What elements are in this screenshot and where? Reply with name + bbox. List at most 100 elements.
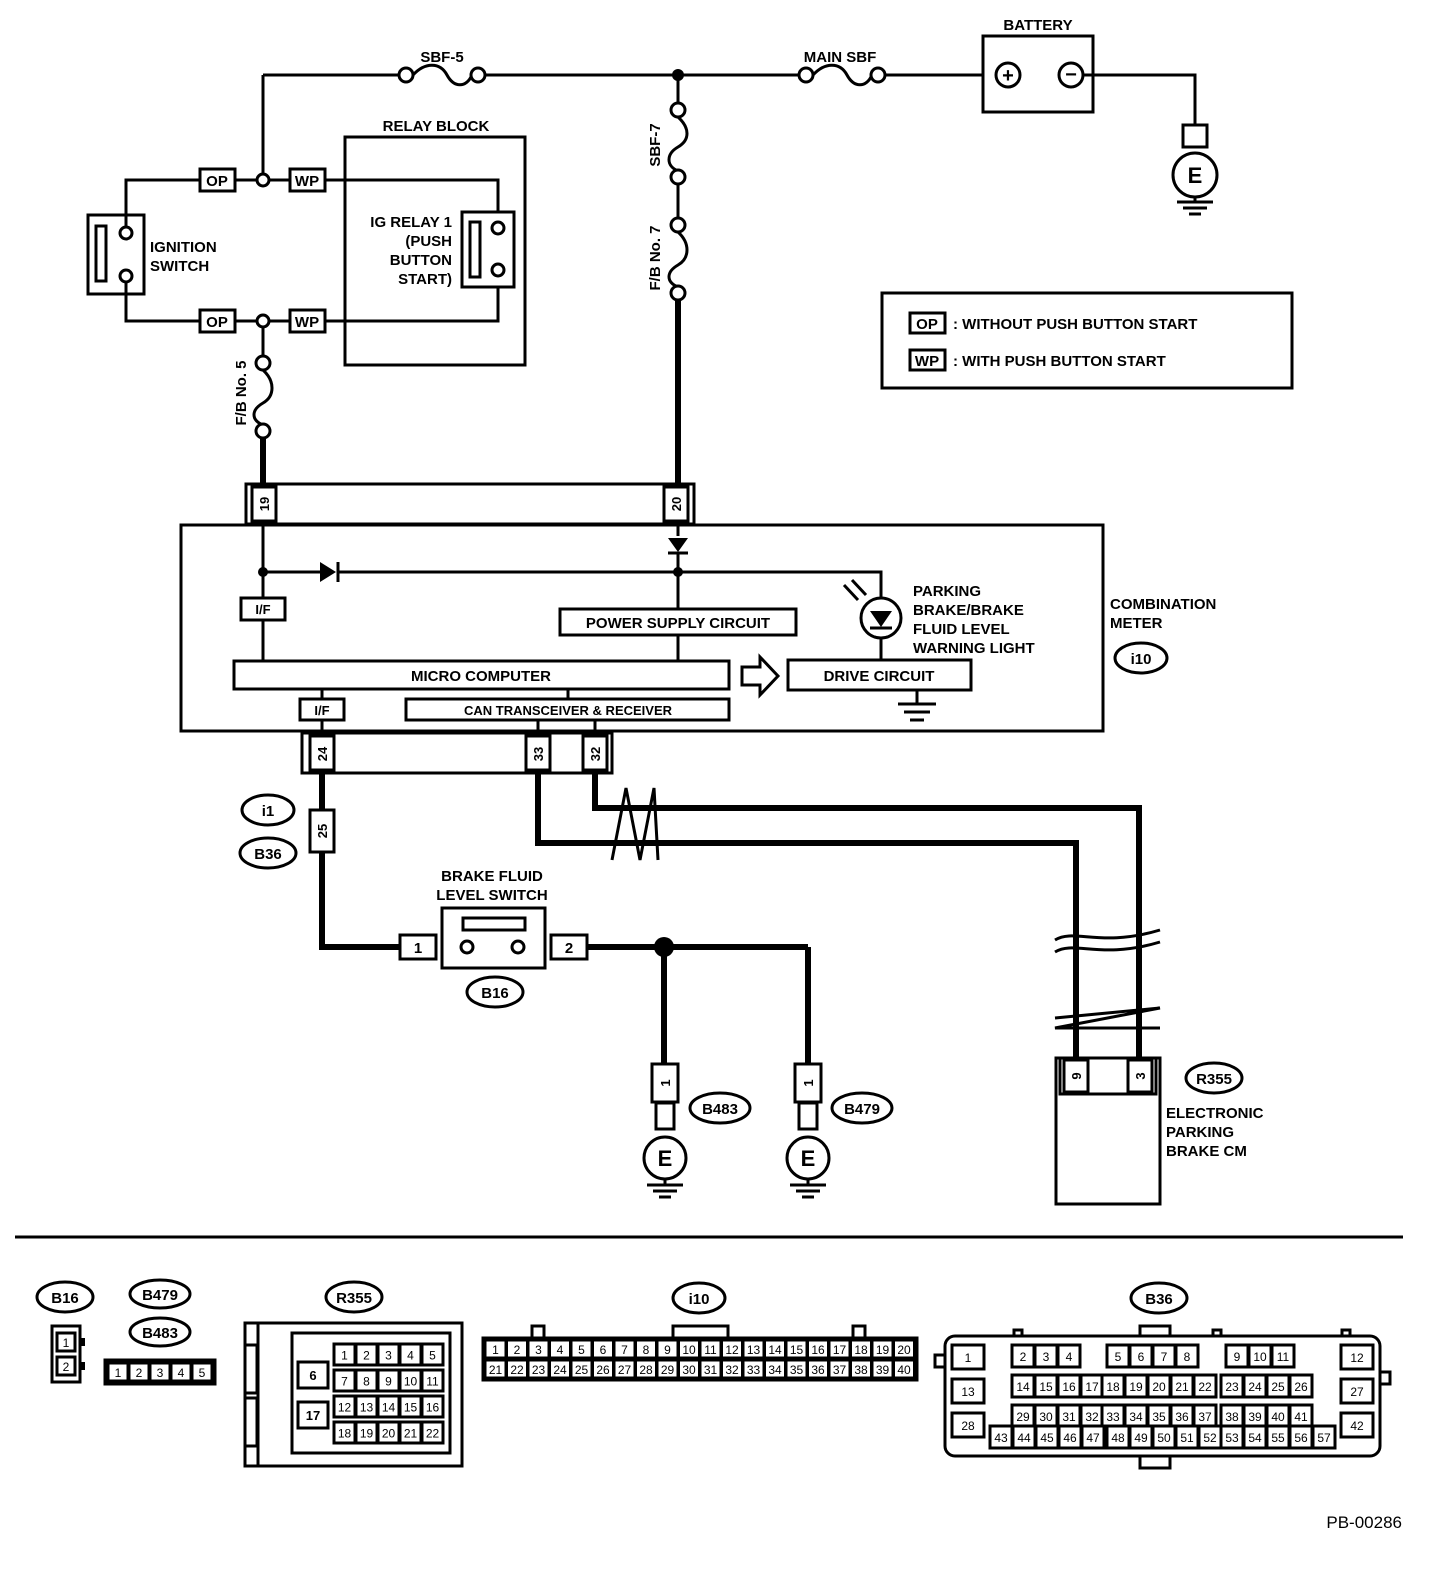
- view-b36-pin: 17: [1085, 1380, 1099, 1394]
- view-b36-pin-cell: [1339, 1411, 1375, 1439]
- view-b36-pin: 22: [1198, 1380, 1212, 1394]
- view-i10-pin: 13: [747, 1343, 761, 1357]
- meter-label-1: COMBINATION: [1110, 596, 1216, 613]
- view-i10-pin: 27: [618, 1363, 632, 1377]
- view-b479-title: B479: [142, 1287, 178, 1304]
- view-i10-badge: [671, 1281, 727, 1315]
- view-r355-pin: 1: [341, 1349, 348, 1363]
- view-b36-pin: 11: [1277, 1350, 1290, 1364]
- combination-meter: 19 20 I/F POWER SUPPLY: [179, 482, 1216, 775]
- b479-pin: 1: [801, 1079, 816, 1086]
- view-i10-pin: 3: [535, 1343, 542, 1357]
- view-b36-badge: [1129, 1281, 1189, 1315]
- view-b36-pin: 16: [1062, 1380, 1076, 1394]
- view-b36-pin: 38: [1225, 1410, 1239, 1424]
- meter-pin-20: 20: [669, 497, 684, 511]
- op-tag-top-label: OP: [206, 173, 228, 190]
- view-b36-pin: 21: [1175, 1380, 1189, 1394]
- view-b483-pin: 4: [178, 1366, 185, 1380]
- view-b36-pin: 26: [1294, 1380, 1308, 1394]
- view-i10-pin: 33: [747, 1363, 761, 1377]
- meter-connector-badge: [1113, 641, 1169, 675]
- view-i10-pin: 30: [682, 1363, 696, 1377]
- view-r355-pin: 2: [363, 1349, 370, 1363]
- sbf5-label: SBF-5: [420, 49, 463, 66]
- b16-label: B16: [481, 985, 509, 1002]
- legend-wp-text: : WITH PUSH BUTTON START: [953, 353, 1166, 370]
- view-b36-pin: 20: [1152, 1380, 1166, 1394]
- view-b36-pin: 1: [965, 1351, 972, 1365]
- b483-badge: [688, 1091, 752, 1125]
- b483-label: B483: [702, 1101, 738, 1118]
- view-b483-pin: 3: [157, 1366, 164, 1380]
- view-r355-pin: 14: [382, 1401, 396, 1415]
- warning-light-label-2: BRAKE/BRAKE: [913, 602, 1024, 619]
- view-b36-pin: 52: [1203, 1431, 1217, 1445]
- drive-circuit-label: DRIVE CIRCUIT: [824, 668, 935, 685]
- view-b36-pin: 9: [1234, 1350, 1241, 1364]
- b16-badge: [465, 975, 525, 1009]
- view-b36-pin: 12: [1350, 1351, 1364, 1365]
- view-i10-pin: 5: [578, 1343, 585, 1357]
- fb5-label: F/B No. 5: [233, 360, 250, 425]
- view-i10-pin: 35: [790, 1363, 804, 1377]
- battery-positive-icon: [994, 61, 1022, 89]
- view-i10-pin: 23: [532, 1363, 546, 1377]
- view-r355-pin: 17: [306, 1408, 320, 1423]
- view-i10-pin: 18: [854, 1343, 868, 1357]
- view-b36-pin: 57: [1317, 1431, 1331, 1445]
- view-b36-pin: 54: [1248, 1431, 1262, 1445]
- view-b36-pin: 48: [1111, 1431, 1125, 1445]
- view-b36-pin: 19: [1129, 1380, 1143, 1394]
- view-i10-title: i10: [689, 1291, 710, 1308]
- view-i10-pin: 34: [768, 1363, 782, 1377]
- view-b36-title: B36: [1145, 1291, 1173, 1308]
- view-b36-pin-cell: [1339, 1343, 1375, 1371]
- view-b36-pin: 7: [1161, 1350, 1168, 1364]
- r355-label: R355: [1196, 1071, 1232, 1088]
- view-b36-pin: 42: [1350, 1419, 1364, 1433]
- sbf5-fuse: [397, 63, 487, 87]
- view-b36-pin: 49: [1134, 1431, 1148, 1445]
- legend: OP : WITHOUT PUSH BUTTON START WP : WITH…: [880, 291, 1294, 390]
- view-b483-pin: 5: [199, 1366, 206, 1380]
- view-b36-pin: 55: [1271, 1431, 1285, 1445]
- view-b36-pin: 51: [1180, 1431, 1194, 1445]
- view-i10-pin: 36: [811, 1363, 825, 1377]
- view-b36-pin: 5: [1115, 1350, 1122, 1364]
- view-r355-pin: 11: [426, 1375, 439, 1389]
- view-b36-pin: 23: [1225, 1380, 1239, 1394]
- view-i10-pin: 40: [897, 1363, 911, 1377]
- view-i10-pin: 7: [621, 1343, 628, 1357]
- view-b36-pin-cell: [1339, 1377, 1375, 1405]
- view-i10-pin: 16: [811, 1343, 825, 1357]
- view-r355-pin: 12: [338, 1401, 352, 1415]
- fb7-fuse: [667, 216, 689, 302]
- view-b36-pin: 2: [1020, 1350, 1027, 1364]
- b36-pin-25: 25: [315, 824, 330, 838]
- view-r355-pin-cell: [420, 1342, 445, 1367]
- view-r355-pin: 6: [309, 1368, 316, 1383]
- main-sbf-fuse: [797, 63, 887, 87]
- view-b36-pin: 34: [1129, 1410, 1143, 1424]
- view-i10-pin: 14: [768, 1343, 782, 1357]
- view-b36-pin: 44: [1017, 1431, 1031, 1445]
- view-r355-pin: 15: [404, 1401, 418, 1415]
- view-i10-pin: 9: [664, 1343, 671, 1357]
- figure-id: PB-00286: [1326, 1513, 1402, 1532]
- view-b479-badge: [128, 1278, 192, 1310]
- bfs-pin1: 1: [414, 940, 422, 957]
- view-b36-pin: 37: [1198, 1410, 1212, 1424]
- sbf7-label: SBF-7: [647, 123, 664, 166]
- view-b36-pin: 45: [1040, 1431, 1054, 1445]
- legend-wp-tag-label: WP: [915, 353, 939, 370]
- power-supply-label: POWER SUPPLY CIRCUIT: [586, 615, 770, 632]
- view-i10-pin: 32: [725, 1363, 739, 1377]
- view-b36-pin-cell: [950, 1411, 986, 1439]
- battery-plus-sign: +: [1002, 65, 1014, 87]
- view-b36-pin: 39: [1248, 1410, 1262, 1424]
- view-b36-pin: 24: [1248, 1380, 1262, 1394]
- view-b36-pin: 30: [1039, 1410, 1053, 1424]
